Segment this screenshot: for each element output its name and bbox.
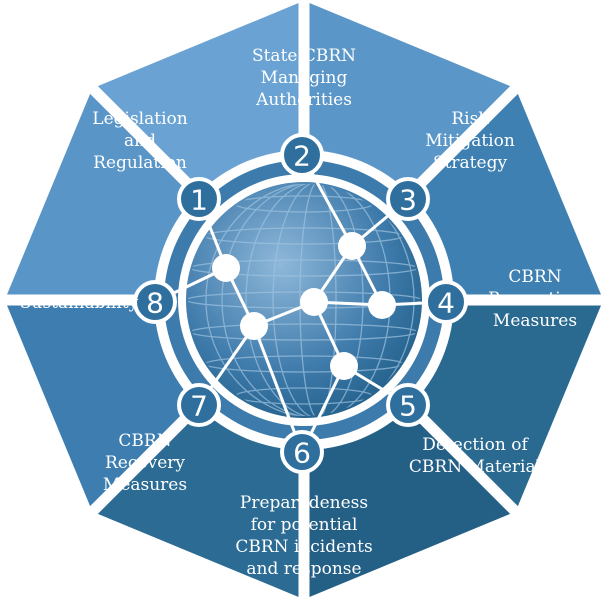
number-badge-5: 5: [386, 383, 430, 427]
number-badge-7: 7: [177, 383, 221, 427]
number-badge-circle: [424, 280, 468, 324]
segment-label-8: Sustainability: [19, 293, 139, 313]
number-badge-3: 3: [386, 177, 430, 221]
number-badge-circle: [177, 177, 221, 221]
number-badge-6: 6: [280, 430, 324, 474]
segment-label-3: Risk Mitigation Strategy: [425, 109, 515, 173]
number-badge-circle: [177, 383, 221, 427]
number-badge-2: 2: [280, 133, 324, 177]
network-node: [300, 288, 328, 316]
segment-label-7: CBRN Recovery Measures: [102, 431, 188, 495]
number-badge-text: 8: [146, 287, 164, 320]
number-badge-text: 3: [399, 184, 417, 217]
number-badge-text: 4: [437, 287, 455, 320]
network-node: [240, 312, 268, 340]
number-badge-circle: [386, 383, 430, 427]
globe-longitude-line: [205, 184, 420, 416]
globe-longitude-line: [272, 184, 364, 416]
number-badge-1: 1: [177, 177, 221, 221]
number-badge-circle: [133, 280, 177, 324]
segment-label-4: CBRN Prevention Measures: [488, 267, 582, 331]
segment-label-1: Legislation and Regulation: [92, 109, 188, 173]
number-badge-text: 6: [293, 437, 311, 470]
network-node: [338, 232, 366, 260]
number-badge-text: 7: [190, 390, 208, 423]
number-badge-4: 4: [424, 280, 468, 324]
network-node: [368, 291, 396, 319]
number-badge-circle: [386, 177, 430, 221]
number-badge-circle: [280, 430, 324, 474]
number-badge-8: 8: [133, 280, 177, 324]
segment-label-6: Preparedeness for potential CBRN inciden…: [235, 493, 373, 579]
number-badge-text: 5: [399, 390, 417, 423]
number-badge-text: 1: [190, 184, 208, 217]
globe-longitude-line: [221, 184, 415, 416]
number-badge-circle: [280, 133, 324, 177]
network-node: [212, 254, 240, 282]
number-badge-text: 2: [293, 140, 311, 173]
network-link: [252, 325, 304, 453]
network-layer: [154, 154, 447, 453]
segment-label-5: Detection of CBRN Material: [408, 435, 542, 477]
badges-layer: 1 2 3 4 5 6 7 8: [133, 133, 468, 474]
network-node: [330, 352, 358, 380]
segment-label-2: State CBRN Managing Authorities: [251, 46, 357, 110]
globe-longitude-line: [299, 184, 337, 416]
